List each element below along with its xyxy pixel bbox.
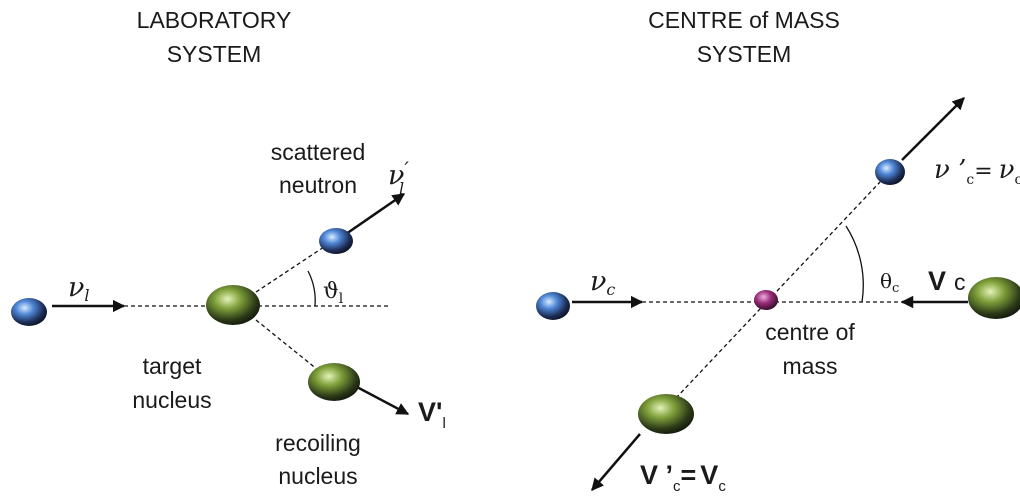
- lab-target-nucleus: [206, 285, 260, 325]
- lab-target-label-line1: target: [143, 353, 202, 379]
- lab-recoil-velocity-label: V'l: [418, 397, 446, 432]
- cm-diagonal-dashed-line: [675, 181, 881, 399]
- lab-scattered-velocity-label: ν′l: [388, 157, 409, 198]
- cm-com-label-line2: mass: [783, 353, 838, 379]
- lab-title-line2: SYSTEM: [167, 41, 262, 67]
- lab-scattered-neutron: [319, 228, 353, 254]
- cm-incoming-nucleus: [968, 277, 1020, 319]
- cm-scattered-neutron: [875, 159, 905, 185]
- cm-incident-velocity-label: νc: [590, 266, 615, 299]
- lab-recoil-label-line2: nucleus: [278, 463, 357, 489]
- lab-recoil-dashed-line: [255, 319, 319, 371]
- lab-scattered-label-line1: scattered: [271, 139, 366, 165]
- lab-system: LABORATORY SYSTEM νl scattered neutron ν…: [11, 7, 446, 489]
- lab-recoil-arrow: [354, 384, 410, 416]
- cm-scattered-velocity-label: ν ’c=νc: [934, 155, 1020, 188]
- lab-scatter-dashed-line: [255, 242, 331, 293]
- lab-target-label-line2: nucleus: [132, 387, 211, 413]
- cm-angle-label: θc: [880, 269, 899, 296]
- cm-title-line2: SYSTEM: [697, 41, 792, 67]
- lab-incident-velocity-label: νl: [68, 272, 90, 305]
- cm-recoil-velocity-label: V ’c=Vc: [640, 460, 726, 495]
- lab-angle-arc: [307, 270, 316, 307]
- lab-scatter-arrow: [345, 192, 406, 236]
- lab-recoil-label-line1: recoiling: [275, 430, 361, 456]
- cm-recoil-arrow: [591, 433, 641, 491]
- lab-title-line1: LABORATORY: [137, 7, 292, 33]
- cm-scatter-arrow: [901, 97, 965, 161]
- cm-centre-of-mass: [754, 290, 778, 310]
- cm-recoiling-nucleus: [638, 394, 694, 434]
- cm-com-label-line1: centre of: [765, 319, 855, 345]
- cm-title-line1: CENTRE of MASS: [648, 7, 840, 33]
- lab-scattered-label-line2: neutron: [279, 172, 357, 198]
- lab-recoiling-nucleus: [308, 363, 360, 401]
- lab-angle-label: ϑl: [323, 279, 344, 307]
- lab-incident-neutron: [11, 298, 47, 326]
- cm-angle-arc: [845, 225, 864, 303]
- cm-incident-neutron: [536, 292, 570, 320]
